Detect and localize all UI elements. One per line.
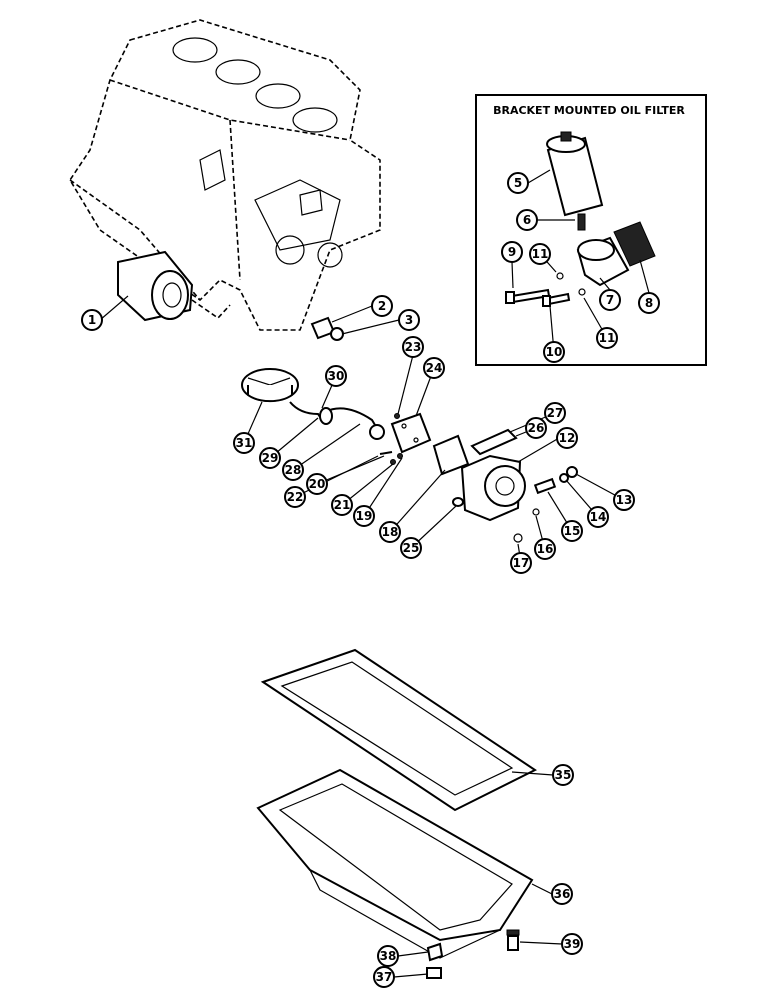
callout-31: 31 <box>233 432 255 454</box>
svg-text:2: 2 <box>378 299 386 313</box>
svg-text:29: 29 <box>262 451 279 465</box>
callout-8: 8 <box>638 292 660 314</box>
callout-26: 26 <box>525 417 547 439</box>
svg-text:3: 3 <box>405 313 413 327</box>
callout-15: 15 <box>561 520 583 542</box>
callout-13: 13 <box>613 489 635 511</box>
svg-text:11: 11 <box>599 331 616 345</box>
callout-11-upper: 11 <box>529 243 551 265</box>
callout-23: 23 <box>402 336 424 358</box>
svg-text:17: 17 <box>513 556 530 570</box>
svg-text:9: 9 <box>508 245 516 259</box>
callout-6: 6 <box>516 209 538 231</box>
svg-text:10: 10 <box>546 345 563 359</box>
callout-7: 7 <box>599 289 621 311</box>
svg-text:12: 12 <box>559 431 576 445</box>
svg-text:35: 35 <box>555 768 572 782</box>
callout-27: 27 <box>544 402 566 424</box>
engine-block <box>69 19 381 331</box>
svg-text:16: 16 <box>537 542 554 556</box>
callout-11-lower: 11 <box>596 327 618 349</box>
svg-text:7: 7 <box>606 293 614 307</box>
callout-28: 28 <box>282 459 304 481</box>
callout-18: 18 <box>379 521 401 543</box>
svg-text:8: 8 <box>645 296 653 310</box>
callout-25: 25 <box>400 537 422 559</box>
svg-text:23: 23 <box>405 340 422 354</box>
svg-text:25: 25 <box>403 541 420 555</box>
callout-30: 30 <box>325 365 347 387</box>
callout-3: 3 <box>398 309 420 331</box>
svg-text:13: 13 <box>616 493 633 507</box>
svg-text:37: 37 <box>376 970 393 984</box>
oil-pump-assembly <box>241 368 578 543</box>
svg-text:22: 22 <box>287 490 304 504</box>
callout-9: 9 <box>501 241 523 263</box>
svg-text:36: 36 <box>554 887 571 901</box>
callout-38: 38 <box>377 945 399 967</box>
svg-text:21: 21 <box>334 498 351 512</box>
svg-text:6: 6 <box>523 213 531 227</box>
oil-pan-gasket-part-35 <box>260 648 537 812</box>
inset-bracket-filter: BRACKET MOUNTED OIL FILTER <box>475 94 707 366</box>
callout-19: 19 <box>353 505 375 527</box>
svg-text:31: 31 <box>236 436 253 450</box>
svg-text:27: 27 <box>547 406 564 420</box>
svg-text:1: 1 <box>88 313 96 327</box>
svg-text:14: 14 <box>590 510 607 524</box>
svg-text:24: 24 <box>426 361 443 375</box>
svg-text:5: 5 <box>514 176 522 190</box>
svg-text:39: 39 <box>564 937 581 951</box>
callout-36: 36 <box>551 883 573 905</box>
svg-text:19: 19 <box>356 509 373 523</box>
callout-16: 16 <box>534 538 556 560</box>
drain-plug-parts <box>426 929 520 979</box>
callout-20: 20 <box>306 473 328 495</box>
callout-35: 35 <box>552 764 574 786</box>
oil-filter-part-1 <box>117 250 231 322</box>
callout-12: 12 <box>556 427 578 449</box>
callout-37: 37 <box>373 966 395 988</box>
svg-text:11: 11 <box>532 247 549 261</box>
callout-14: 14 <box>587 506 609 528</box>
callout-29: 29 <box>259 447 281 469</box>
svg-text:18: 18 <box>382 525 399 539</box>
callout-balloons: 1 2 3 5 6 7 8 9 10 11 11 12 13 14 15 16 … <box>81 172 660 988</box>
svg-text:38: 38 <box>380 949 397 963</box>
callout-39: 39 <box>561 933 583 955</box>
callout-24: 24 <box>423 357 445 379</box>
callout-5: 5 <box>507 172 529 194</box>
svg-text:30: 30 <box>328 369 345 383</box>
callout-2: 2 <box>371 295 393 317</box>
svg-text:28: 28 <box>285 463 302 477</box>
svg-text:26: 26 <box>528 421 545 435</box>
oil-pan-part-36 <box>256 768 534 959</box>
callout-10: 10 <box>543 341 565 363</box>
svg-text:15: 15 <box>564 524 581 538</box>
inset-title: BRACKET MOUNTED OIL FILTER <box>493 104 685 117</box>
callout-1: 1 <box>81 309 103 331</box>
callout-22: 22 <box>284 486 306 508</box>
callout-17: 17 <box>510 552 532 574</box>
svg-text:20: 20 <box>309 477 326 491</box>
leader-lines <box>99 169 650 978</box>
fitting-part-2-3 <box>310 316 344 341</box>
callout-21: 21 <box>331 494 353 516</box>
